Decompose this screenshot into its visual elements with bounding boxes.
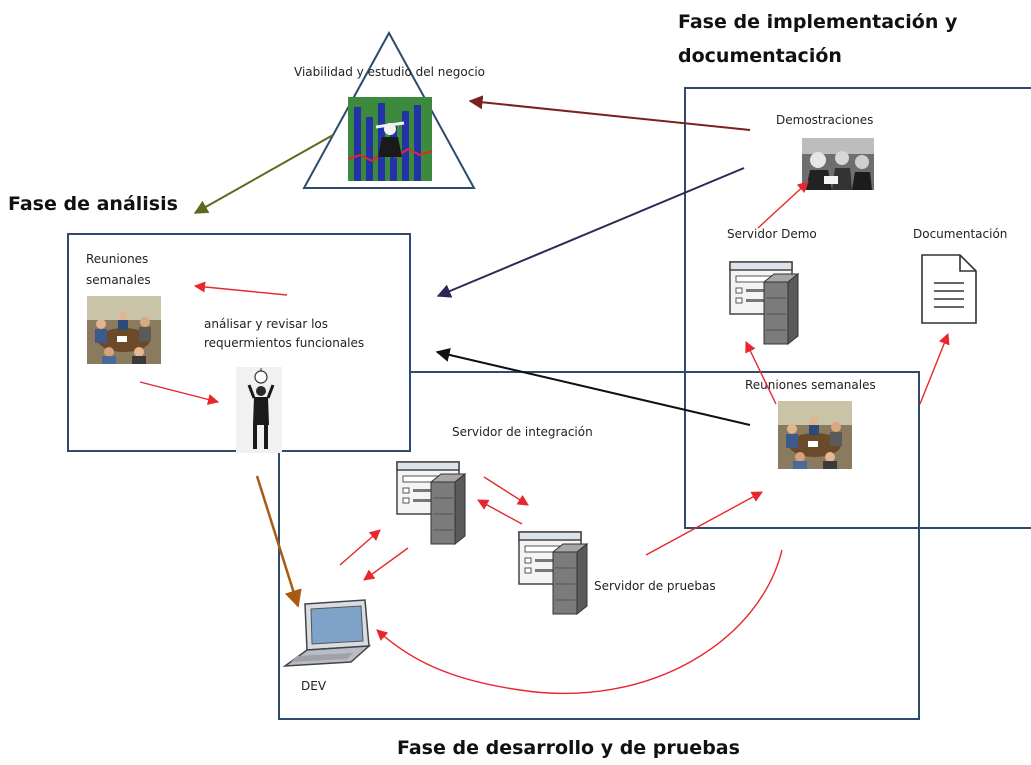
laptop-icon [282,599,372,667]
weekly-meetings-label-line2: semanales [86,273,151,287]
integration-server-icon [396,461,466,545]
weekly-meetings-label-line1: Reuniones [86,252,148,266]
arrow-integration-to-test [483,476,529,506]
document-icon [921,254,977,324]
development-phase-title: Fase de desarrollo y de pruebas [397,737,740,759]
arrow-integration-to-dev [363,547,409,581]
weekly-meetings-impl-photo [778,401,852,469]
test-server-label: Servidor de pruebas [594,579,716,593]
demos-label: Demostraciones [776,113,873,127]
documentation-label: Documentación [913,227,1007,241]
analyze-requirements-label-line2: requermientos funcionales [204,336,364,350]
viability-chart-image [347,97,433,181]
arrow-test-to-meetings [645,491,763,556]
arrow-dev-to-integration [339,529,381,566]
arrow-demo-server-to-demos [757,181,809,229]
analysis-phase-title: Fase de análisis [8,193,178,215]
weekly-meetings-photo [87,296,161,364]
arrow-meetings-to-demo-server [745,340,777,405]
thinking-person-icon [236,367,282,453]
implementation-phase-title-line2: documentación [678,45,842,67]
arrow-feedback-to-dev [376,549,783,695]
demo-server-label: Servidor Demo [727,227,817,241]
arrow-meetings-to-person [139,381,220,405]
arrow-analysis-to-dev [255,475,302,608]
analyze-requirements-label-line1: análisar y revisar los [204,317,328,331]
arrow-triangle-to-analysis [193,134,334,214]
demos-photo [802,138,874,190]
arrow-demos-to-viability [468,95,751,131]
arrow-meetings-to-analysis [435,348,751,426]
test-server-icon [518,531,588,615]
implementation-phase-title-line1: Fase de implementación y [678,11,958,33]
implementation-phase-box [684,87,1031,529]
weekly-meetings-impl-label: Reuniones semanales [745,378,876,392]
arrow-demos-to-analysis [436,167,745,298]
integration-server-label: Servidor de integración [452,425,593,439]
demo-server-icon [729,261,799,345]
arrow-meetings-to-documentation [919,332,950,405]
dev-label: DEV [301,679,327,693]
arrow-analyze-to-meetings [193,281,288,296]
arrow-test-to-integration [477,499,523,525]
viability-label: Viabilidad y estudio del negocio [294,65,485,79]
